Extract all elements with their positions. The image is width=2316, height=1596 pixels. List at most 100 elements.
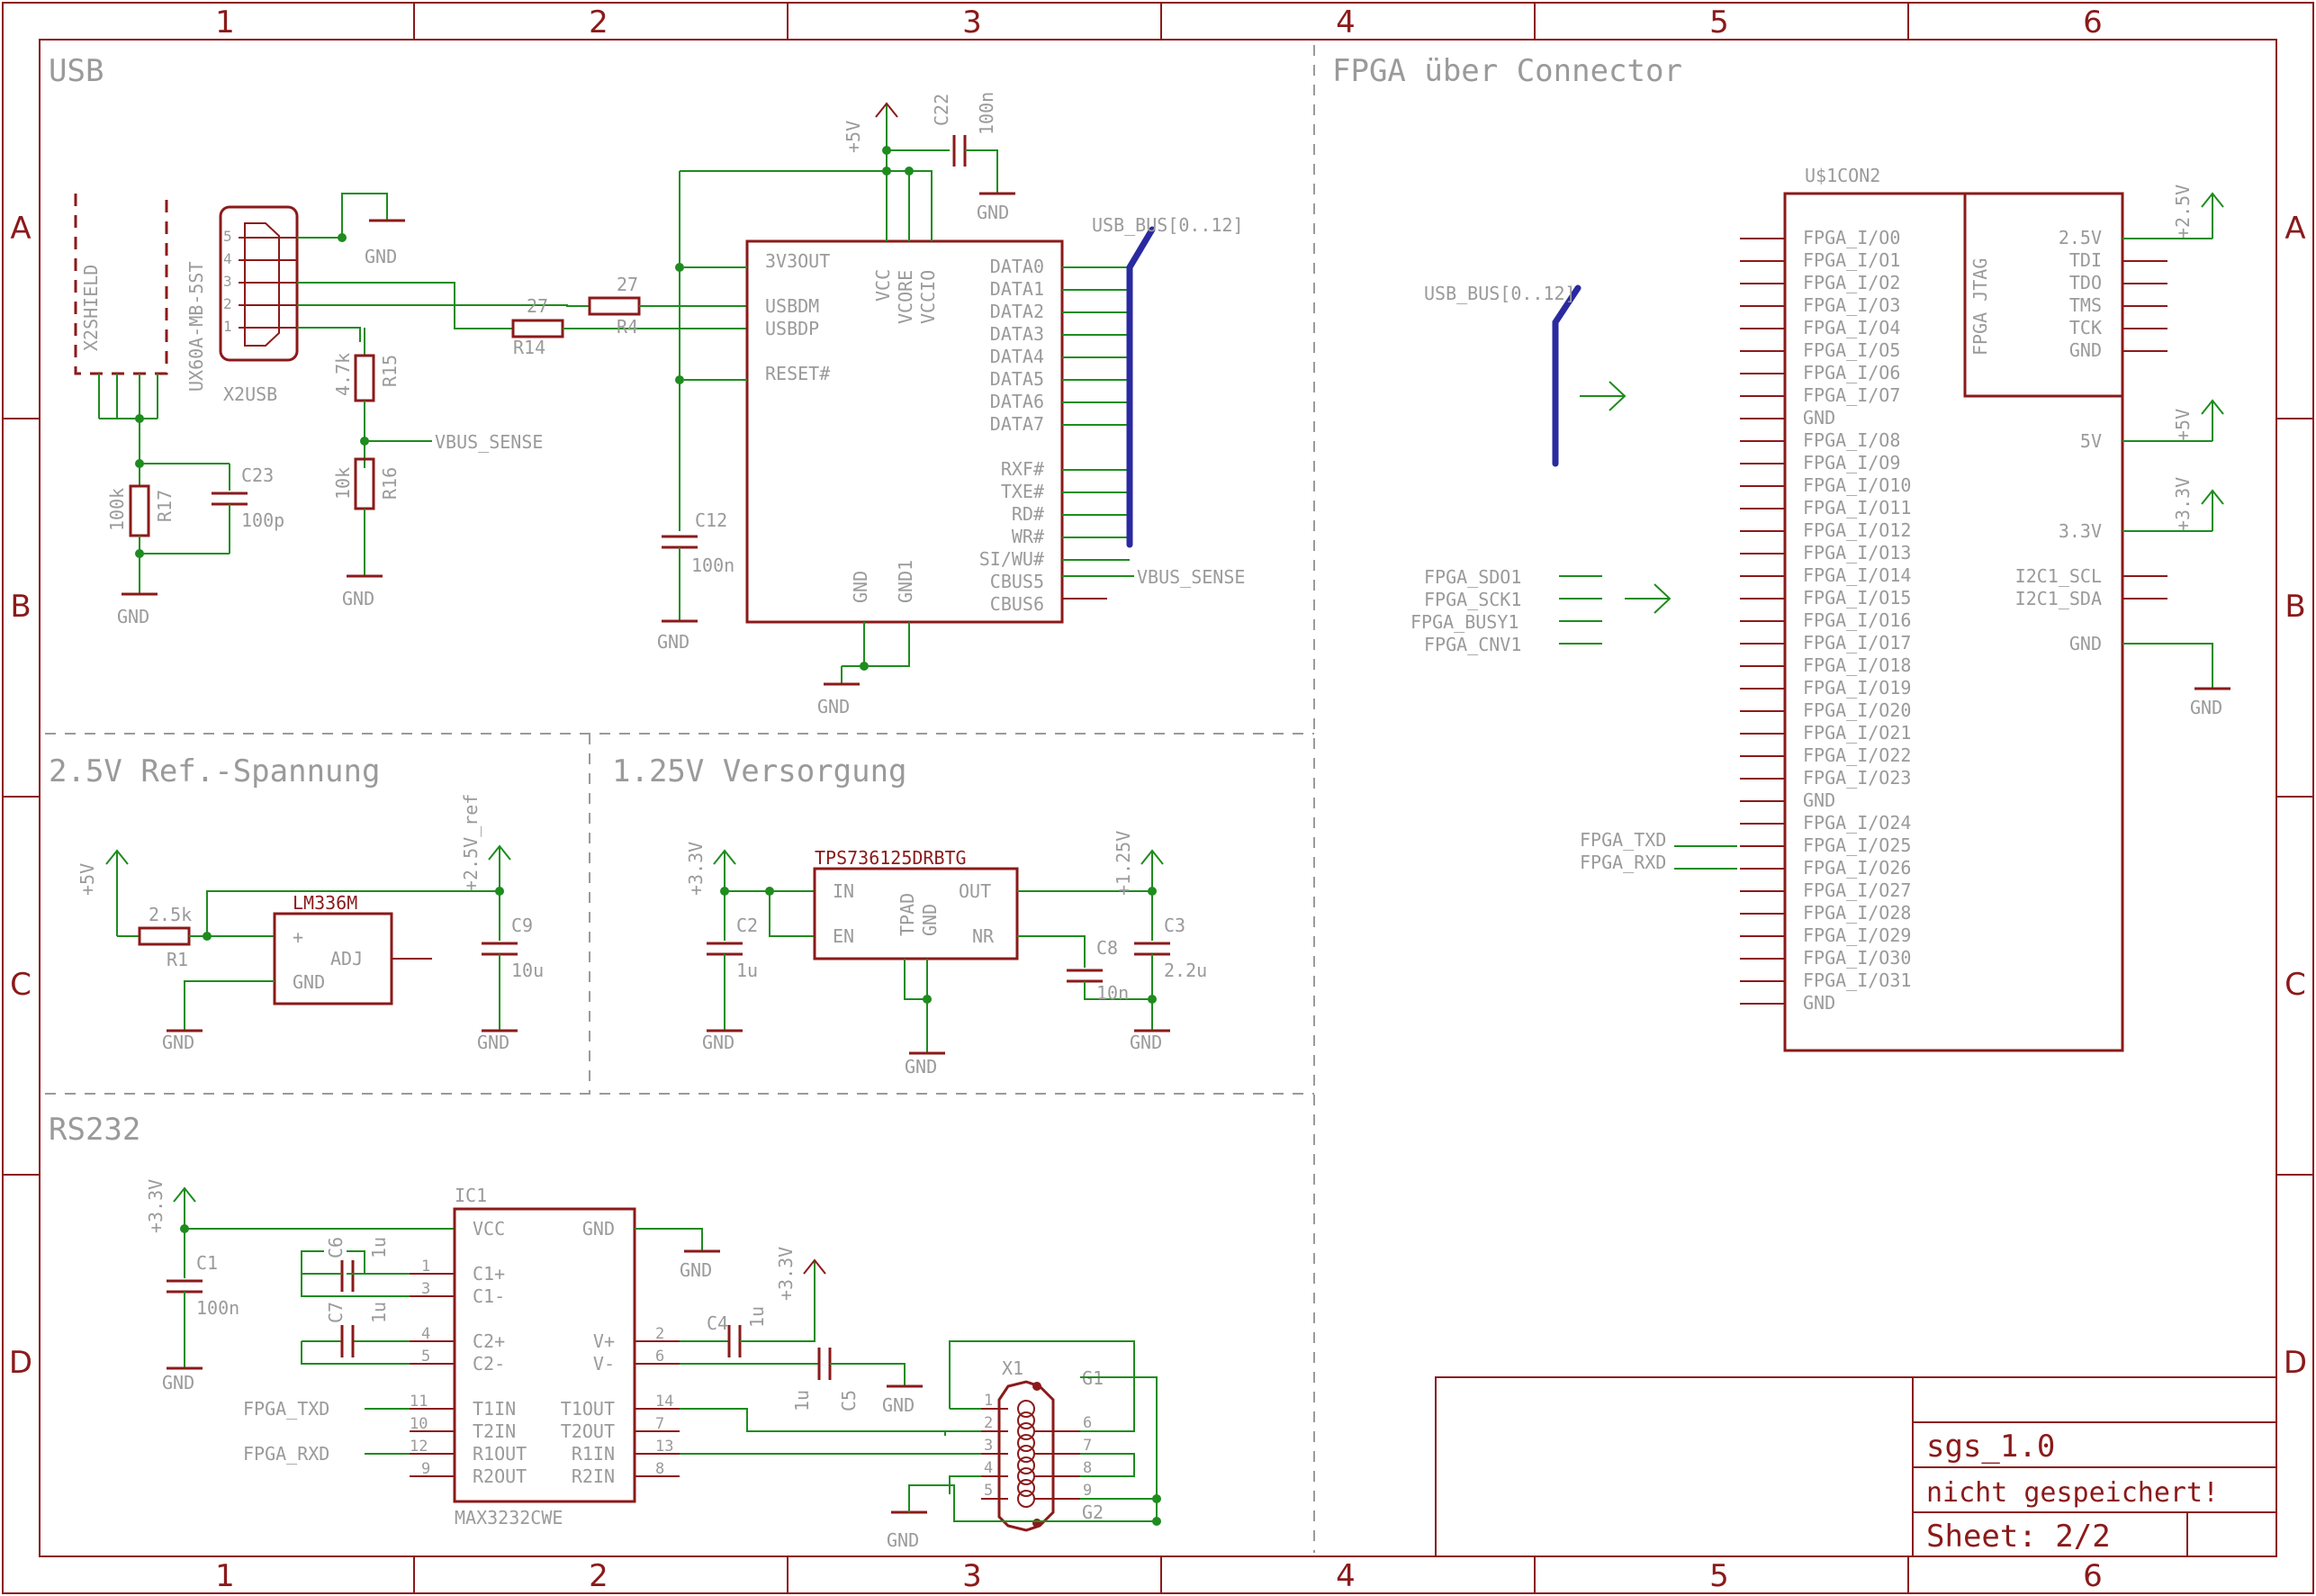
fpga-pin-label: FPGA_I/O17 — [1803, 632, 1911, 654]
section-title-fpga: FPGA über Connector — [1332, 53, 1682, 89]
fpga-pin-label: FPGA_I/O24 — [1803, 812, 1911, 834]
gnd-label: GND — [977, 202, 1009, 223]
fpga-pin-label: FPGA_I/O11 — [1803, 497, 1911, 518]
jtag-pin-label: TCK — [2069, 317, 2102, 338]
ft-pin-label: VCORE — [895, 270, 916, 324]
supply-25v-label: +2.5V — [2172, 185, 2194, 239]
ft-pin-label: DATA2 — [990, 301, 1044, 322]
gnd-label: GND — [365, 246, 397, 267]
pin-number: 1 — [421, 1258, 430, 1276]
out-125v-label: +1.25V — [1113, 831, 1134, 896]
fpga-pin-label: FPGA_I/O2 — [1803, 272, 1900, 293]
row-label: C — [2284, 967, 2306, 1003]
pin-number: 3 — [421, 1280, 430, 1298]
pin-number: 6 — [655, 1348, 664, 1366]
r15-name: R15 — [379, 355, 401, 387]
gnd-label: GND — [1130, 1032, 1162, 1053]
r17-value: 100k — [106, 488, 128, 531]
tps-pin: GND — [919, 904, 941, 936]
fpga-pin-label: I2C1_SCL — [2015, 565, 2102, 587]
db9-pin-number: 7 — [1083, 1437, 1092, 1455]
fpga-pin-label: I2C1_SDA — [2015, 588, 2102, 609]
c1-name: C1 — [196, 1252, 218, 1274]
jtag-label: FPGA JTAG — [1969, 258, 1991, 356]
fpga-pin-label: GND — [1803, 992, 1835, 1014]
jtag-pin-label: TMS — [2069, 294, 2102, 316]
gnd-label: GND — [905, 1056, 937, 1078]
c12-name: C12 — [695, 509, 727, 531]
ft-pin-label: USBDM — [765, 295, 819, 317]
gnd-label: GND — [162, 1372, 194, 1393]
fpga-section: USB_BUS[0..12] FPGA_SDO1 FPGA_SCK1 FPGA_… — [1410, 165, 2230, 1052]
max3232-part: MAX3232CWE — [455, 1507, 563, 1528]
usb-bus-label: USB_BUS[0..12] — [1092, 214, 1244, 236]
ft-pin-label: VCCIO — [917, 270, 939, 324]
ft-pin-label: CBUS5 — [990, 571, 1044, 592]
usb-pin: 1 — [223, 318, 232, 335]
c1-value: 100n — [196, 1297, 239, 1319]
usb-pin: 4 — [223, 250, 232, 267]
fpga-net-label: FPGA_BUSY1 — [1410, 611, 1518, 633]
pin-number: 7 — [655, 1415, 664, 1433]
max-pin: C2+ — [473, 1330, 505, 1352]
pin-number: 8 — [655, 1460, 664, 1478]
pin-number: 2 — [655, 1325, 664, 1343]
db9-pin-number: 3 — [984, 1437, 993, 1455]
lm336-pin: + — [293, 926, 303, 948]
fpga-pin-label: FPGA_I/O28 — [1803, 902, 1911, 924]
ft-pin-label: USBDP — [765, 318, 819, 339]
ft-pin-label: DATA3 — [990, 323, 1044, 345]
tps-pin: OUT — [959, 880, 991, 902]
col-label: 4 — [1336, 5, 1356, 41]
pin-number: 10 — [410, 1415, 428, 1433]
col-label: 2 — [589, 5, 608, 41]
jtag-pin-label: TDI — [2069, 249, 2102, 271]
vbus-sense-label: VBUS_SENSE — [435, 431, 543, 453]
max-pin: C2- — [473, 1353, 505, 1375]
plus5v-label: +5V — [843, 121, 864, 153]
c12-value: 100n — [691, 555, 734, 576]
fpga-pin-label: FPGA_I/O1 — [1803, 249, 1900, 271]
c5-name: C5 — [838, 1390, 860, 1411]
jtag-pin-label: GND — [2069, 339, 2102, 361]
frame-column-labels: 1 2 3 4 5 6 1 2 3 4 5 6 — [215, 5, 2103, 1594]
max-pin: R2OUT — [473, 1465, 527, 1487]
section-dividers — [45, 45, 1315, 1553]
fpga-pin-label: FPGA_I/O27 — [1803, 879, 1911, 901]
c2-name: C2 — [736, 915, 758, 936]
fpga-pin-label: FPGA_I/O25 — [1803, 834, 1911, 856]
fpga-bus-label: USB_BUS[0..12] — [1424, 283, 1576, 304]
col-label: 2 — [589, 1558, 608, 1594]
fpga-pin-label: FPGA_I/O0 — [1803, 227, 1900, 248]
c8-value: 10n — [1096, 982, 1129, 1004]
max-pin: C1+ — [473, 1263, 505, 1285]
row-label: C — [10, 967, 32, 1003]
tps-pin: EN — [833, 925, 854, 947]
fpga-pin-label: 3.3V — [2059, 520, 2102, 542]
ft-pin-label: VCC — [872, 269, 894, 302]
fpga-pin-label: FPGA_I/O14 — [1803, 564, 1911, 586]
db9-pin-number: 5 — [984, 1482, 993, 1500]
r4-name: R4 — [617, 316, 638, 338]
r16-value: 10k — [332, 467, 354, 500]
usb-pin: 2 — [223, 295, 232, 312]
row-label: B — [10, 589, 31, 625]
fpga-net-label: FPGA_SCK1 — [1424, 589, 1521, 610]
ft-pin-label: CBUS6 — [990, 593, 1044, 615]
fpga-pin-label: FPGA_I/O29 — [1803, 924, 1911, 946]
max3232-refdes: IC1 — [455, 1185, 487, 1206]
db9-pin-number: 4 — [984, 1459, 993, 1477]
c4-name: C4 — [707, 1312, 728, 1334]
tps-name: TPS736125DRBTG — [815, 847, 967, 869]
ref-section: +5V 2.5k R1 LM336M + ADJ GND GND +2.5V_r… — [77, 794, 544, 1053]
pin-number: 12 — [410, 1438, 428, 1456]
r16-name: R16 — [379, 467, 401, 500]
ft-pin-label: WR# — [1012, 526, 1044, 547]
fpga-pin-label: FPGA_I/O16 — [1803, 609, 1911, 631]
fpga-pin-label: 5V — [2080, 430, 2102, 452]
db9-g2: G2 — [1082, 1501, 1104, 1523]
c22-value: 100n — [976, 92, 997, 135]
plus33-label: +3.3V — [775, 1247, 797, 1301]
col-label: 6 — [2083, 5, 2103, 41]
